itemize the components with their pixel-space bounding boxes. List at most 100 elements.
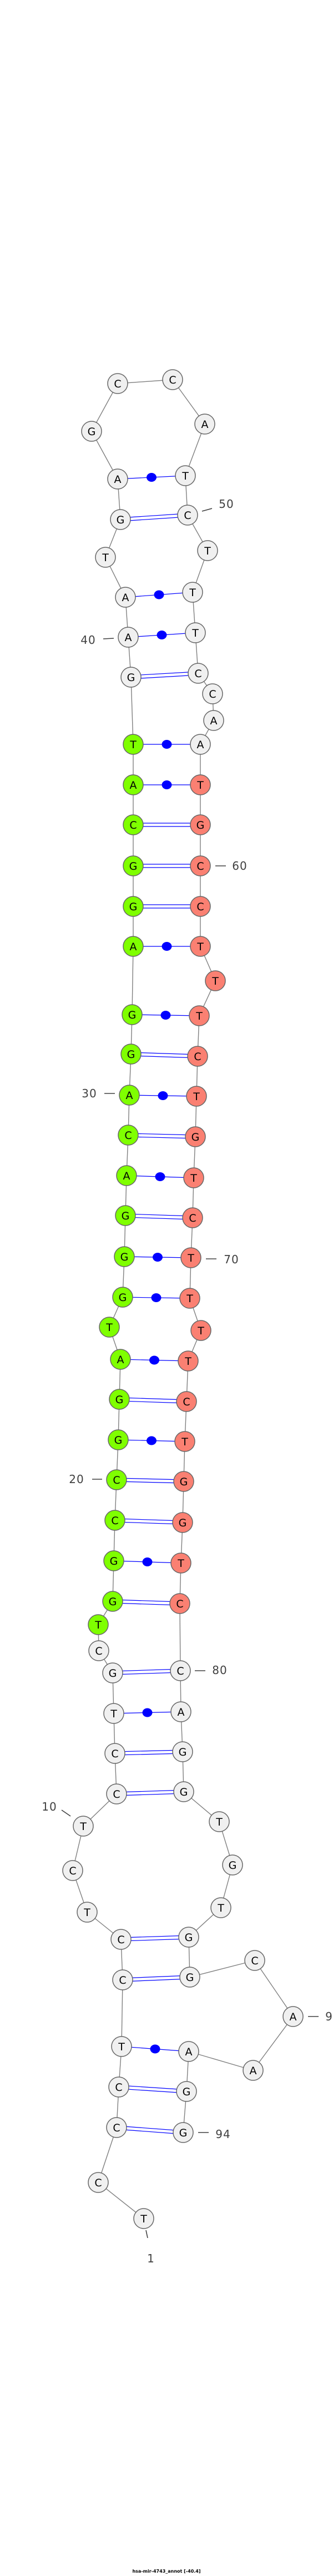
base-pair	[133, 740, 200, 749]
nucleotide-circle	[174, 1431, 195, 1452]
nucleotide-letter: G	[119, 1292, 127, 1304]
nucleotide-circle	[106, 1783, 127, 1804]
nucleotide-circle	[81, 421, 102, 442]
position-tick	[61, 1809, 71, 1817]
nucleotide-3: C	[106, 2117, 127, 2138]
base-pair	[120, 1935, 189, 1942]
nucleotide-circle	[103, 1550, 124, 1571]
nucleotide-letter: C	[196, 901, 204, 913]
nucleotide-57: A	[190, 734, 211, 755]
nucleotide-86: T	[210, 1897, 231, 1918]
base-pairs	[112, 473, 200, 2135]
base-pair	[133, 864, 200, 868]
nucleotide-5: T	[111, 2036, 132, 2057]
nucleotide-45: G	[81, 421, 102, 442]
pair-dot	[142, 1557, 153, 1566]
nucleotide-letter: T	[204, 545, 211, 557]
nucleotide-circle	[123, 734, 144, 755]
nucleotide-circle	[108, 2076, 129, 2098]
pair-dot	[157, 631, 167, 639]
nucleotide-circle	[119, 1085, 140, 1106]
nucleotide-circle	[210, 1897, 231, 1918]
nucleotide-letter: T	[195, 1010, 203, 1022]
nucleotide-66: T	[186, 1086, 207, 1107]
nucleotide-letter: G	[115, 1394, 124, 1406]
nucleotide-circle	[202, 683, 223, 704]
nucleotide-circle	[112, 1287, 133, 1308]
nucleotide-letter: A	[123, 1170, 130, 1182]
base-pair	[114, 1518, 183, 1525]
nucleotide-circle	[170, 1701, 191, 1722]
nucleotide-letter: G	[110, 1555, 118, 1567]
pair-bond-line	[125, 1217, 193, 1220]
nucleotide-83: G	[173, 1781, 194, 1802]
nucleotide-circle	[176, 1391, 197, 1412]
nucleotide-circle	[99, 1317, 120, 1338]
nucleotide-90: A	[282, 2006, 304, 2027]
nucleotide-letter: A	[125, 632, 132, 644]
nucleotide-circle	[209, 1811, 230, 1832]
nucleotide-letter: C	[113, 1788, 120, 1801]
position-tick	[103, 638, 114, 639]
nucleotide-16: T	[88, 1614, 109, 1635]
pair-bond-line	[112, 1602, 180, 1606]
nucleotide-56: A	[203, 710, 224, 731]
nucleotide-letter: A	[210, 715, 218, 727]
pair-bond-line	[115, 1753, 183, 1756]
position-number: 20	[69, 1473, 84, 1486]
nucleotide-circle	[176, 2081, 197, 2102]
nucleotide-letter: T	[181, 470, 189, 482]
nucleotide-letter: C	[251, 1955, 258, 1967]
nucleotide-circle	[185, 622, 206, 643]
base-pair	[120, 1355, 189, 1365]
nucleotide-letter: C	[176, 1598, 183, 1610]
base-pair	[132, 1011, 200, 1020]
nucleotide-circle	[190, 855, 211, 876]
pair-bond-line	[120, 516, 188, 522]
base-pair	[121, 2044, 189, 2054]
nucleotide-53: T	[185, 622, 206, 643]
nucleotide-1: T	[133, 2208, 154, 2229]
nucleotide-letter: C	[114, 378, 121, 390]
pair-bond-line	[113, 1672, 181, 1675]
nucleotide-letter: T	[191, 627, 199, 639]
nucleotide-49: T	[175, 465, 196, 486]
backbone-link	[189, 1960, 255, 1978]
nucleotide-circle	[110, 1349, 131, 1370]
nucleotide-letter: T	[187, 1252, 194, 1264]
nucleotide-15: C	[88, 1640, 109, 1661]
nucleotide-circle	[102, 1591, 123, 1612]
backbone-link	[253, 2016, 294, 2071]
nucleotide-circle	[180, 1247, 201, 1268]
nucleotide-37: A	[123, 774, 144, 795]
nucleotide-93: G	[176, 2081, 197, 2102]
base-pair	[112, 1668, 181, 1675]
nucleotide-letter: G	[129, 860, 138, 873]
nucleotide-circle	[106, 1469, 127, 1490]
base-pair	[129, 1091, 197, 1100]
base-pair	[117, 473, 186, 482]
nucleotide-letter: T	[140, 2213, 147, 2225]
nucleotide-14: G	[102, 1662, 123, 1683]
nucleotide-letter: C	[113, 2122, 120, 2134]
nucleotide-circle	[88, 1614, 109, 1635]
nucleotide-circle	[185, 1126, 206, 1147]
nucleotide-12: C	[104, 1743, 125, 1764]
nucleotide-letter: G	[114, 1434, 123, 1446]
nucleotide-75: T	[174, 1431, 195, 1452]
pair-bond-line	[114, 1521, 183, 1525]
nucleotide-letter: T	[189, 587, 196, 599]
nucleotide-letter: C	[194, 1051, 201, 1063]
nucleotide-circle	[190, 774, 211, 795]
base-pair	[133, 780, 200, 789]
pair-dot	[155, 1172, 165, 1181]
nucleotide-letter: C	[95, 1645, 102, 1657]
nucleotide-40: A	[118, 627, 139, 648]
nucleotide-letter: G	[127, 672, 135, 684]
nucleotide-circle	[183, 1167, 204, 1188]
nucleotide-letter: T	[181, 1436, 188, 1448]
nucleotide-71: T	[179, 1288, 200, 1309]
pair-bond-line	[117, 2125, 184, 2131]
pair-bond-line	[123, 1978, 190, 1982]
